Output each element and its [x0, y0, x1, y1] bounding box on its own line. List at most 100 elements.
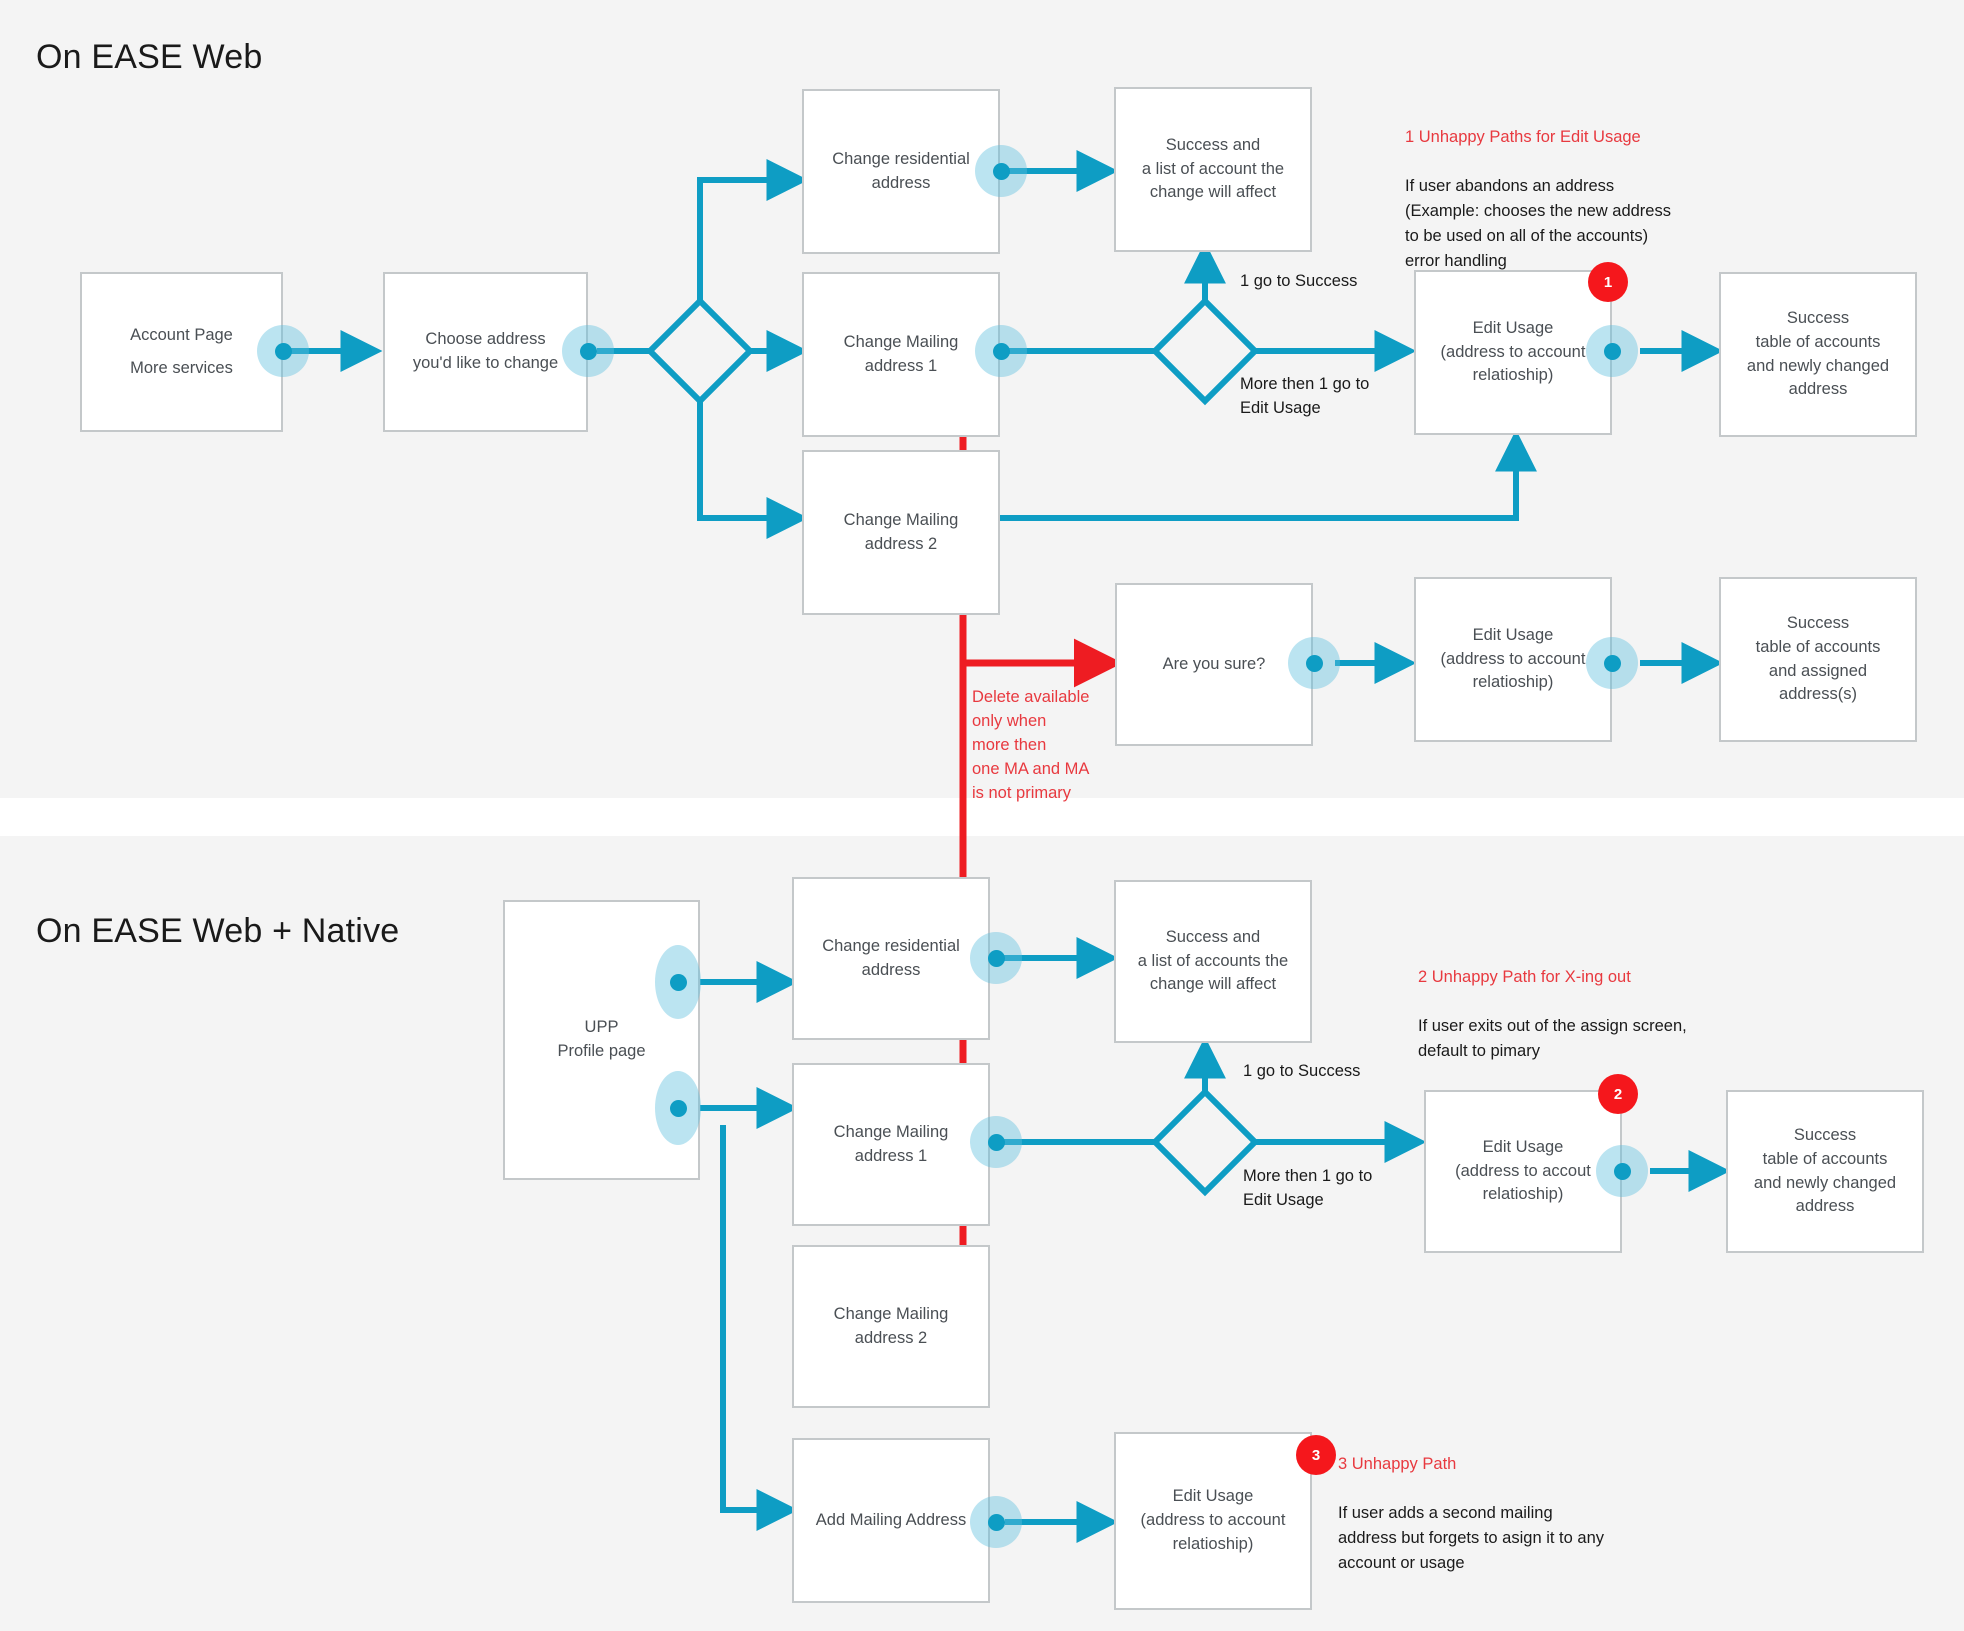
node-edit-usage-bottom-line-2: (address to account [1440, 649, 1586, 668]
node-success-newly-2-line-2: table of accounts [1762, 1149, 1888, 1168]
hotspot-change-residential-2[interactable] [970, 932, 1022, 984]
node-change-mailing-2-line-2: address 2 [864, 534, 938, 553]
node-change-mailing-address-2b[interactable]: Change Mailing address 2 [792, 1245, 990, 1408]
note-delete-available: Delete available only when more then one… [972, 688, 1090, 802]
edge-label-more-then-1-2: More then 1 go to Edit Usage [1243, 1167, 1373, 1209]
node-choose-address-line-2: you'd like to change [412, 354, 559, 372]
node-edit-usage-3[interactable]: Edit Usage (address to account relatiosh… [1114, 1432, 1312, 1610]
node-edit-usage-bottom[interactable]: Edit Usage (address to account relatiosh… [1414, 577, 1612, 742]
node-change-mailing-address-1b[interactable]: Change Mailing address 1 [792, 1063, 990, 1226]
node-success-newly-2-line-4: address [1795, 1197, 1855, 1216]
note-unhappy-path-1-body: If user abandons an address (Example: ch… [1405, 177, 1671, 270]
node-edit-usage-top-line-2: (address to account [1440, 342, 1586, 361]
node-edit-usage-2-line-2: (address to accout [1455, 1161, 1591, 1180]
badge-unhappy-path-3[interactable]: 3 [1296, 1435, 1336, 1475]
node-choose-address[interactable]: Choose address you'd like to change [383, 272, 588, 432]
node-edit-usage-top[interactable]: Edit Usage (address to account relatiosh… [1414, 270, 1612, 435]
hotspot-upp-residential[interactable] [655, 945, 701, 1019]
edge-label-1-go-to-success-2: 1 go to Success [1243, 1062, 1361, 1080]
badge-unhappy-path-1[interactable]: 1 [1588, 262, 1628, 302]
node-change-residential-line-2: address [871, 173, 931, 192]
hotspot-change-residential[interactable] [975, 145, 1027, 197]
node-success-newly-line-3: and newly changed [1746, 356, 1890, 375]
node-choose-address-line-1: Choose address [425, 330, 546, 349]
node-success-newly-line-1: Success [1786, 308, 1850, 327]
edge-label-more-then-1: More then 1 go to Edit Usage [1240, 375, 1370, 417]
node-change-mailing-2-line-1: Change Mailing [843, 510, 959, 529]
hotspot-are-you-sure[interactable] [1288, 637, 1340, 689]
node-account-page-line-2: More services [130, 358, 233, 377]
node-account-page-line-1: Account Page [130, 325, 233, 344]
node-change-residential-address[interactable]: Change residential address [802, 89, 1000, 254]
note-unhappy-path-2-title: 2 Unhappy Path for X-ing out [1418, 967, 1631, 986]
node-change-mailing-address-1[interactable]: Change Mailing address 1 [802, 272, 1000, 437]
hotspot-change-mailing-1b[interactable] [970, 1116, 1022, 1168]
node-success-newly-line-2: table of accounts [1755, 332, 1881, 351]
node-edit-usage-top-line-3: relatioship) [1472, 366, 1554, 385]
node-add-mailing-address-label: Add Mailing Address [815, 1510, 967, 1529]
node-success-list-2-line-3: change will affect [1149, 975, 1277, 994]
hotspot-upp-mailing[interactable] [655, 1071, 701, 1145]
node-success-assigned[interactable]: Success table of accounts and assigned a… [1719, 577, 1917, 742]
node-success-list-line-3: change will affect [1149, 183, 1277, 202]
node-success-list-line-1: Success and [1165, 135, 1261, 154]
hotspot-change-mailing-1[interactable] [975, 325, 1027, 377]
note-unhappy-path-1: 1 Unhappy Paths for Edit Usage If user a… [1405, 100, 1715, 273]
hotspot-choose-address[interactable] [562, 325, 614, 377]
node-success-newly-2-line-3: and newly changed [1753, 1173, 1897, 1192]
node-account-page[interactable]: Account Page More services [80, 272, 283, 432]
hotspot-add-mailing-address[interactable] [970, 1496, 1022, 1548]
node-upp-line-2: Profile page [557, 1042, 646, 1060]
node-edit-usage-2[interactable]: Edit Usage (address to accout relatioshi… [1424, 1090, 1622, 1253]
node-upp-line-1: UPP [584, 1018, 619, 1037]
node-success-and-list[interactable]: Success and a list of account the change… [1114, 87, 1312, 252]
note-unhappy-path-1-title: 1 Unhappy Paths for Edit Usage [1405, 127, 1641, 146]
node-success-assigned-line-2: table of accounts [1755, 637, 1881, 656]
note-unhappy-path-3: 3 Unhappy Path If user adds a second mai… [1338, 1427, 1658, 1576]
node-edit-usage-3-line-2: (address to account [1140, 1511, 1286, 1530]
node-add-mailing-address[interactable]: Add Mailing Address [792, 1438, 990, 1603]
node-change-mailing-1b-line-1: Change Mailing [833, 1122, 949, 1141]
node-change-mailing-address-2[interactable]: Change Mailing address 2 [802, 450, 1000, 615]
node-change-residential-line-1: Change residential [832, 149, 970, 168]
node-upp-profile-page[interactable]: UPP Profile page [503, 900, 700, 1180]
node-success-assigned-line-4: address(s) [1779, 685, 1857, 704]
node-success-list-2-line-2: a list of accounts the [1137, 951, 1289, 970]
node-change-residential-2-line-1: Change residential [822, 936, 960, 955]
node-change-residential-address-2[interactable]: Change residential address [792, 877, 990, 1040]
edge-label-1-go-to-success: 1 go to Success [1240, 272, 1358, 290]
node-success-assigned-line-3: and assigned [1768, 661, 1868, 680]
node-edit-usage-3-line-1: Edit Usage [1172, 1487, 1254, 1506]
node-change-residential-2-line-2: address [861, 960, 921, 979]
section-title-ease-web: On EASE Web [36, 38, 263, 76]
hotspot-edit-usage-top[interactable] [1586, 325, 1638, 377]
node-edit-usage-top-line-1: Edit Usage [1472, 318, 1554, 337]
note-unhappy-path-2-body: If user exits out of the assign screen, … [1418, 1017, 1687, 1060]
hotspot-edit-usage-2[interactable] [1596, 1145, 1648, 1197]
node-success-assigned-line-1: Success [1786, 613, 1850, 632]
hotspot-edit-usage-bottom[interactable] [1586, 637, 1638, 689]
badge-unhappy-path-2[interactable]: 2 [1598, 1074, 1638, 1114]
node-success-newly-line-4: address [1788, 380, 1848, 399]
node-edit-usage-2-line-1: Edit Usage [1482, 1137, 1564, 1156]
section-title-ease-web-native: On EASE Web + Native [36, 912, 400, 950]
node-change-mailing-2b-line-1: Change Mailing [833, 1304, 949, 1323]
node-success-and-list-2[interactable]: Success and a list of accounts the chang… [1114, 880, 1312, 1043]
node-success-list-line-2: a list of account the [1141, 159, 1285, 178]
node-edit-usage-bottom-line-3: relatioship) [1472, 673, 1554, 692]
node-change-mailing-1-line-2: address 1 [864, 356, 938, 375]
node-success-newly-changed[interactable]: Success table of accounts and newly chan… [1719, 272, 1917, 437]
node-success-newly-2-line-1: Success [1793, 1125, 1857, 1144]
note-unhappy-path-2: 2 Unhappy Path for X-ing out If user exi… [1418, 940, 1748, 1064]
node-edit-usage-2-line-3: relatioship) [1482, 1185, 1564, 1204]
node-success-list-2-line-1: Success and [1165, 927, 1261, 946]
node-edit-usage-bottom-line-1: Edit Usage [1472, 625, 1554, 644]
hotspot-account-page[interactable] [257, 325, 309, 377]
node-are-you-sure-label: Are you sure? [1162, 654, 1266, 673]
node-change-mailing-2b-line-2: address 2 [854, 1328, 928, 1347]
node-success-newly-changed-2[interactable]: Success table of accounts and newly chan… [1726, 1090, 1924, 1253]
note-unhappy-path-3-body: If user adds a second mailing address bu… [1338, 1504, 1604, 1572]
node-are-you-sure[interactable]: Are you sure? [1115, 583, 1313, 746]
note-unhappy-path-3-title: 3 Unhappy Path [1338, 1454, 1457, 1473]
